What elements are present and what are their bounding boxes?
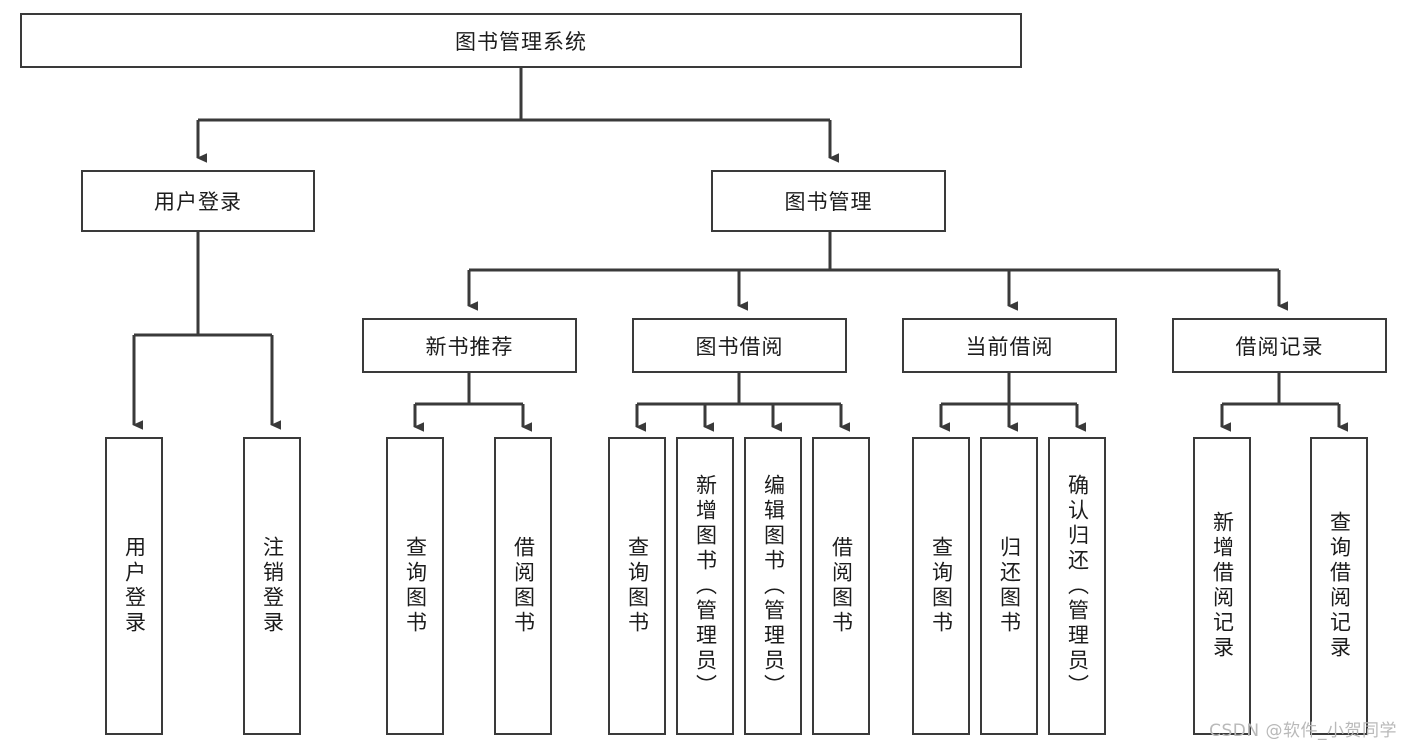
node-borrow-record[interactable]: 借阅记录 [1172, 318, 1387, 373]
leaf-current-confirm-return-admin[interactable]: 确认归还（管理员） [1048, 437, 1106, 735]
node-label: 图书借阅 [695, 334, 784, 359]
leaf-record-add-record[interactable]: 新增借阅记录 [1193, 437, 1251, 735]
node-label: 注销登录 [260, 536, 285, 636]
node-label: 新书推荐 [425, 334, 514, 359]
leaf-borrow-add-book-admin[interactable]: 新增图书（管理员） [676, 437, 734, 735]
node-label: 新增图书（管理员） [693, 473, 718, 699]
node-label: 归还图书 [997, 536, 1022, 636]
leaf-borrow-edit-book-admin[interactable]: 编辑图书（管理员） [744, 437, 802, 735]
node-label: 用户登录 [122, 536, 147, 636]
leaf-user-login[interactable]: 用户登录 [105, 437, 163, 735]
node-label: 编辑图书（管理员） [761, 473, 786, 699]
node-new-book-recommend[interactable]: 新书推荐 [362, 318, 577, 373]
leaf-user-logout[interactable]: 注销登录 [243, 437, 301, 735]
leaf-recommend-borrow-book[interactable]: 借阅图书 [494, 437, 552, 735]
node-label: 用户登录 [154, 190, 242, 214]
watermark: CSDN @软件_小贺同学 [1209, 721, 1397, 741]
node-label: 查询图书 [929, 536, 954, 636]
node-label: 查询图书 [625, 536, 650, 636]
node-current-borrow[interactable]: 当前借阅 [902, 318, 1117, 373]
node-label: 新增借阅记录 [1210, 511, 1235, 661]
leaf-current-query-book[interactable]: 查询图书 [912, 437, 970, 735]
node-label: 图书管理 [784, 190, 873, 214]
node-label: 借阅图书 [511, 536, 536, 636]
node-book-management[interactable]: 图书管理 [711, 170, 946, 232]
node-label: 查询借阅记录 [1327, 511, 1352, 661]
node-root-system[interactable]: 图书管理系统 [20, 13, 1022, 68]
node-book-borrow[interactable]: 图书借阅 [632, 318, 847, 373]
node-label: 查询图书 [403, 536, 428, 636]
leaf-borrow-borrow-book[interactable]: 借阅图书 [812, 437, 870, 735]
leaf-recommend-query-book[interactable]: 查询图书 [386, 437, 444, 735]
leaf-borrow-query-book[interactable]: 查询图书 [608, 437, 666, 735]
node-label: 借阅图书 [829, 536, 854, 636]
leaf-current-return-book[interactable]: 归还图书 [980, 437, 1038, 735]
node-label: 确认归还（管理员） [1065, 473, 1090, 699]
node-user-login[interactable]: 用户登录 [81, 170, 315, 232]
leaf-record-query-record[interactable]: 查询借阅记录 [1310, 437, 1368, 735]
node-label: 图书管理系统 [455, 29, 587, 54]
node-label: 当前借阅 [965, 334, 1054, 359]
node-label: 借阅记录 [1235, 334, 1324, 359]
